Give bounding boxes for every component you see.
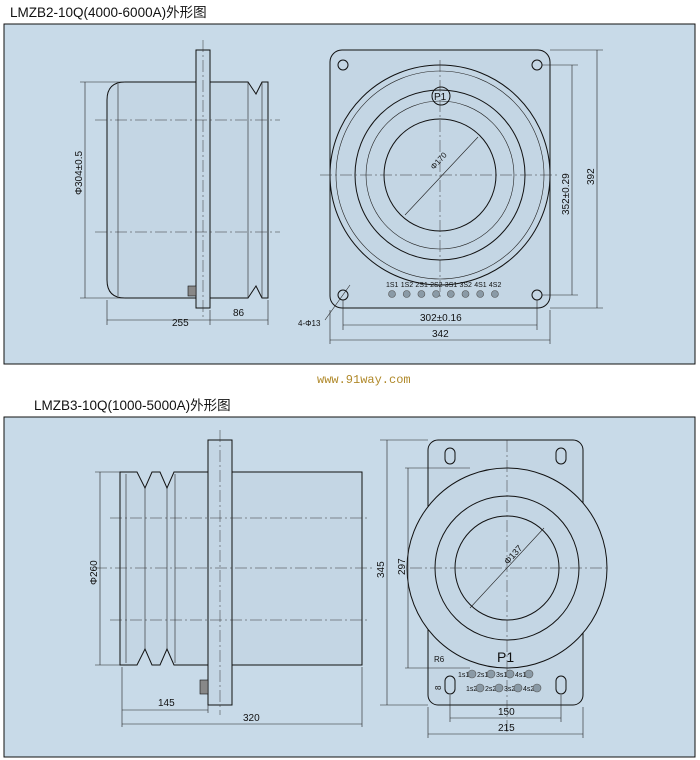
dim2-body-height: 297 (397, 558, 408, 575)
terminal-screw (524, 669, 534, 679)
dim-length: 255 (172, 318, 189, 329)
terminal-screw (505, 669, 515, 679)
dim2-height: 345 (376, 561, 387, 578)
terminal-label: 4s2 (523, 686, 534, 693)
dim-width: 342 (432, 329, 449, 340)
drawing1-side-view: Φ304±0.5 255 86 (74, 40, 280, 329)
terminal-label: 2s2 (485, 686, 496, 693)
dim-hole-pitch-h: 302±0.16 (420, 313, 462, 324)
terminal-label: 1S2 (401, 282, 414, 289)
dim2-radius: R6 (434, 655, 445, 664)
terminal-screw (486, 669, 496, 679)
dim2-slot: 8 (434, 685, 443, 690)
dim2-hole-pitch: 150 (498, 707, 515, 718)
terminal-screw (513, 683, 523, 693)
drawing2-title: LMZB3-10Q(1000-5000A)外形图 (34, 398, 231, 413)
terminal-label: 1S1 (386, 282, 399, 289)
terminal-screw (532, 683, 542, 693)
terminal-screw (494, 683, 504, 693)
terminal-screw (432, 290, 440, 298)
terminal-label: 2S2 (430, 282, 443, 289)
primary2-label: P1 (497, 649, 514, 665)
terminal-screw (446, 290, 455, 298)
dim2-flange-offset: 145 (158, 698, 175, 709)
dim-height: 392 (586, 168, 597, 185)
terminal-label: 1s2 (466, 686, 477, 693)
terminal-label: 3s2 (504, 686, 515, 693)
terminal-screw (476, 290, 485, 298)
terminal-screw (461, 290, 470, 298)
terminal-label: 2s1 (477, 672, 488, 679)
dim2-length: 320 (243, 713, 260, 724)
terminal-screw (417, 290, 426, 298)
terminal-screw (475, 683, 485, 693)
drawing1-title: LMZB2-10Q(4000-6000A)外形图 (10, 5, 207, 20)
terminal-block: 1s1 2s1 3s1 4s1 1s2 2s2 3s2 4s2 (458, 669, 542, 693)
terminal-label: 3S1 (445, 282, 458, 289)
dim-diameter: Φ304±0.5 (74, 151, 85, 195)
terminal-label: 3s1 (496, 672, 507, 679)
terminal-screw (491, 290, 499, 298)
terminal-screw (388, 290, 396, 298)
terminal-label: 2S1 (415, 282, 428, 289)
dim-hole-pitch-v: 352±0.29 (561, 173, 572, 215)
terminal-label: 4S2 (489, 282, 502, 289)
dim2-diameter: Φ260 (89, 560, 100, 585)
dim-flange-offset: 86 (233, 308, 245, 319)
terminal-label: 3S2 (460, 282, 473, 289)
terminal-label: 4s1 (515, 672, 526, 679)
drawing2-side-view: Φ260 145 320 (89, 430, 375, 727)
watermark: www.91way.com (317, 373, 411, 387)
terminal-label: 1s1 (458, 672, 469, 679)
terminal-screw (467, 669, 477, 679)
dim2-width: 215 (498, 723, 515, 734)
terminal-screw (402, 290, 411, 298)
terminal-label: 4S1 (474, 282, 487, 289)
dim-holes: 4-Φ13 (298, 319, 321, 328)
primary-label: P1 (434, 92, 447, 103)
